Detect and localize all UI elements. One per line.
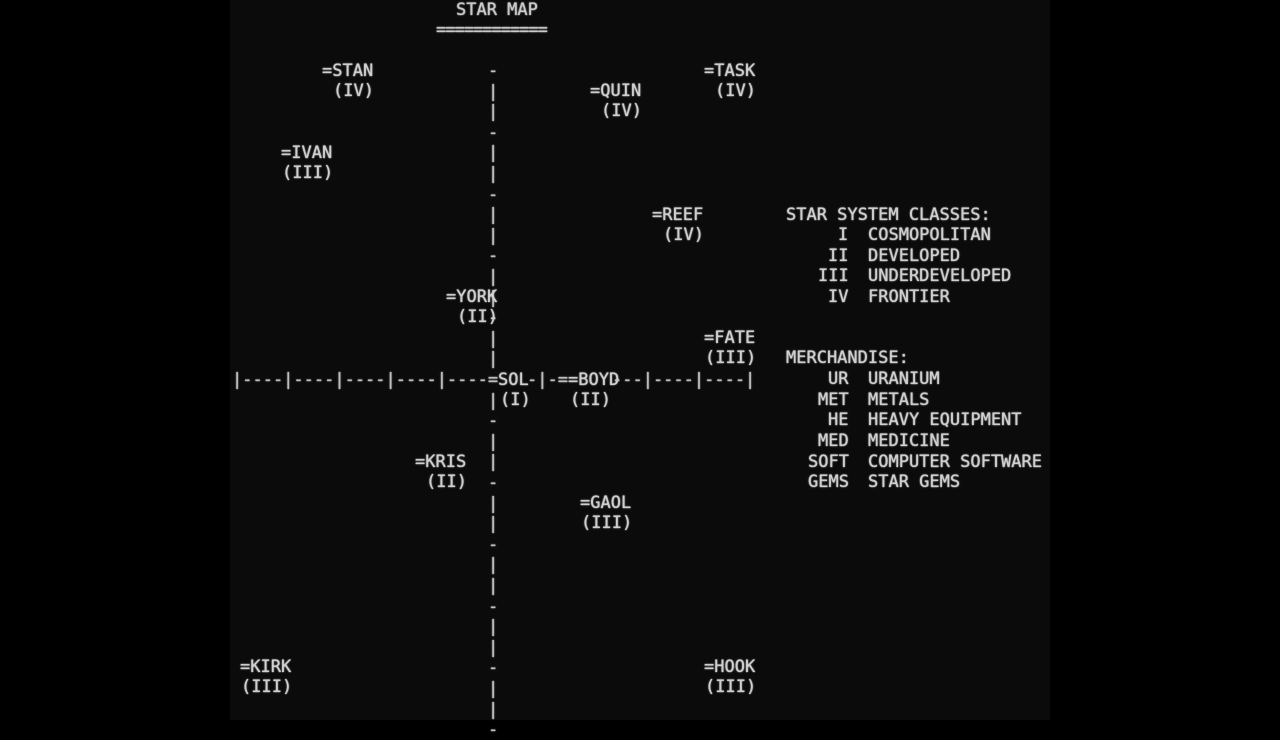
vertical-axis-tick: - — [488, 308, 499, 328]
star-stan-class: (IV) — [333, 81, 374, 101]
vertical-axis-segment: | — [488, 432, 499, 452]
star-hook-name[interactable]: =HOOK — [704, 657, 756, 677]
vertical-axis-tick: - — [488, 597, 499, 617]
legend-merch-code: MED — [818, 431, 849, 451]
home-system-name[interactable]: SOL — [498, 370, 529, 390]
vertical-axis-segment: | — [488, 329, 499, 349]
vertical-axis-segment: | — [488, 82, 499, 102]
star-quin-class: (IV) — [601, 101, 642, 121]
star-kirk-class: (III) — [241, 677, 293, 697]
map-title: STAR MAP — [456, 0, 538, 20]
vertical-axis-segment: | — [488, 205, 499, 225]
legend-class-label: COSMOPOLITAN — [868, 225, 991, 245]
vertical-axis-segment: | — [488, 452, 499, 472]
horizontal-axis-left: |----|----|----|----|----= — [232, 370, 499, 390]
legend-merch-heading: MERCHANDISE: — [786, 348, 909, 368]
vertical-axis-tick: - — [488, 61, 499, 81]
horizontal-axis-mid: -|-= — [527, 370, 568, 390]
star-york-name[interactable]: =YORK — [446, 287, 498, 307]
legend-merch-code: HE — [828, 410, 849, 430]
vertical-axis-segment: | — [488, 391, 499, 411]
vertical-axis-segment: | — [488, 555, 499, 575]
vertical-axis-segment: | — [488, 679, 499, 699]
star-ivan-name[interactable]: =IVAN — [281, 143, 333, 163]
star-fate-class: (III) — [705, 348, 757, 368]
legend-merch-label: STAR GEMS — [868, 472, 961, 492]
vertical-axis-tick: - — [488, 658, 499, 678]
vertical-axis-tick: - — [488, 185, 499, 205]
legend-class-code: IV — [828, 287, 849, 307]
star-task-name[interactable]: =TASK — [704, 61, 756, 81]
legend-class-code: II — [828, 246, 849, 266]
vertical-axis-segment: | — [488, 638, 499, 658]
legend-merch-label: HEAVY EQUIPMENT — [868, 410, 1022, 430]
star-gaol-name[interactable]: =GAOL — [580, 493, 632, 513]
star-boyd-name[interactable]: =BOYD — [568, 370, 620, 390]
legend-classes-heading: STAR SYSTEM CLASSES: — [786, 205, 991, 225]
star-task-class: (IV) — [715, 81, 756, 101]
legend-merch-label: METALS — [868, 390, 930, 410]
vertical-axis-segment: | — [488, 288, 499, 308]
legend-class-label: UNDERDEVELOPED — [868, 266, 1012, 286]
legend-merch-code: SOFT — [808, 452, 849, 472]
vertical-axis-segment: | — [488, 514, 499, 534]
legend-class-label: DEVELOPED — [868, 246, 961, 266]
star-kris-name[interactable]: =KRIS — [415, 452, 467, 472]
vertical-axis-segment: | — [488, 164, 499, 184]
vertical-axis-segment: | — [488, 349, 499, 369]
star-boyd-class: (II) — [570, 390, 611, 410]
star-fate-name[interactable]: =FATE — [704, 328, 756, 348]
vertical-axis-segment: | — [488, 226, 499, 246]
star-reef-name[interactable]: =REEF — [652, 205, 704, 225]
star-quin-name[interactable]: =QUIN — [590, 81, 642, 101]
vertical-axis-segment: | — [488, 617, 499, 637]
star-gaol-class: (III) — [581, 513, 633, 533]
vertical-axis-segment: | — [488, 267, 499, 287]
star-reef-class: (IV) — [663, 225, 704, 245]
star-hook-class: (III) — [705, 677, 757, 697]
vertical-axis-tick: - — [488, 720, 499, 740]
legend-class-label: FRONTIER — [868, 287, 950, 307]
vertical-axis-tick: - — [488, 246, 499, 266]
legend-merch-label: URANIUM — [868, 369, 940, 389]
vertical-axis-tick: - — [488, 535, 499, 555]
legend-merch-label: COMPUTER SOFTWARE — [868, 452, 1042, 472]
vertical-axis-tick: - — [488, 123, 499, 143]
horizontal-axis-right: ---|----|----| — [612, 370, 756, 390]
vertical-axis-segment: | — [488, 494, 499, 514]
legend-class-code: III — [818, 266, 849, 286]
home-system-class: (I) — [500, 390, 531, 410]
map-title-underline: ============ — [436, 20, 548, 40]
vertical-axis-tick: - — [488, 411, 499, 431]
star-kris-class: (II) — [426, 472, 467, 492]
star-york-class: (II) — [457, 307, 498, 327]
vertical-axis-segment: | — [488, 700, 499, 720]
legend-merch-code: GEMS — [808, 472, 849, 492]
vertical-axis-segment: | — [488, 102, 499, 122]
vertical-axis-segment: | — [488, 143, 499, 163]
legend-merch-code: MET — [818, 390, 849, 410]
vertical-axis-segment: | — [488, 576, 499, 596]
star-stan-name[interactable]: =STAN — [322, 61, 374, 81]
vertical-axis-tick: - — [488, 473, 499, 493]
crt-screen: STAR MAP ============ -||-||-||-||-|||-|… — [230, 0, 1050, 740]
legend-class-code: I — [838, 225, 849, 245]
legend-merch-label: MEDICINE — [868, 431, 950, 451]
star-ivan-class: (III) — [282, 163, 334, 183]
star-kirk-name[interactable]: =KIRK — [240, 657, 292, 677]
legend-merch-code: UR — [828, 369, 849, 389]
